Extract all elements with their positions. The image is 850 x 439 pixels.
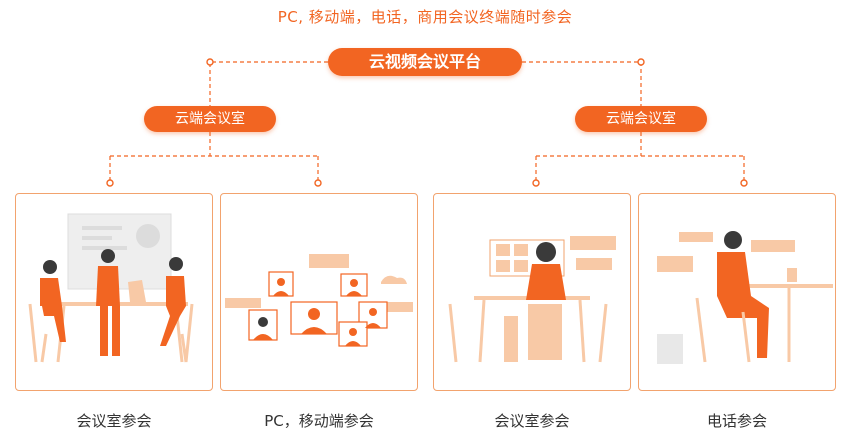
caption-video-room: 会议室参会 [494,412,570,430]
card-meeting-room [15,193,213,391]
branch-pill-left: 云端会议室 [144,106,276,132]
card-video-room [433,193,631,391]
caption-pc-mobile: PC，移动端参会 [264,412,374,430]
caption-meeting-room: 会议室参会 [76,412,152,430]
subtitle: PC, 移动端，电话，商用会议终端随时参会 [277,8,573,26]
video-conference-screen-illustration [448,236,616,363]
caption-phone: 电话参会 [706,412,767,430]
card-pc-mobile [220,193,418,391]
meeting-room-illustration [28,213,194,363]
branch-pill-right: 云端会议室 [575,106,707,132]
card-phone [638,193,836,391]
platform-pill: 云视频会议平台 [328,48,522,76]
pc-mobile-video-grid-illustration [225,254,413,347]
phone-call-illustration [657,231,833,364]
